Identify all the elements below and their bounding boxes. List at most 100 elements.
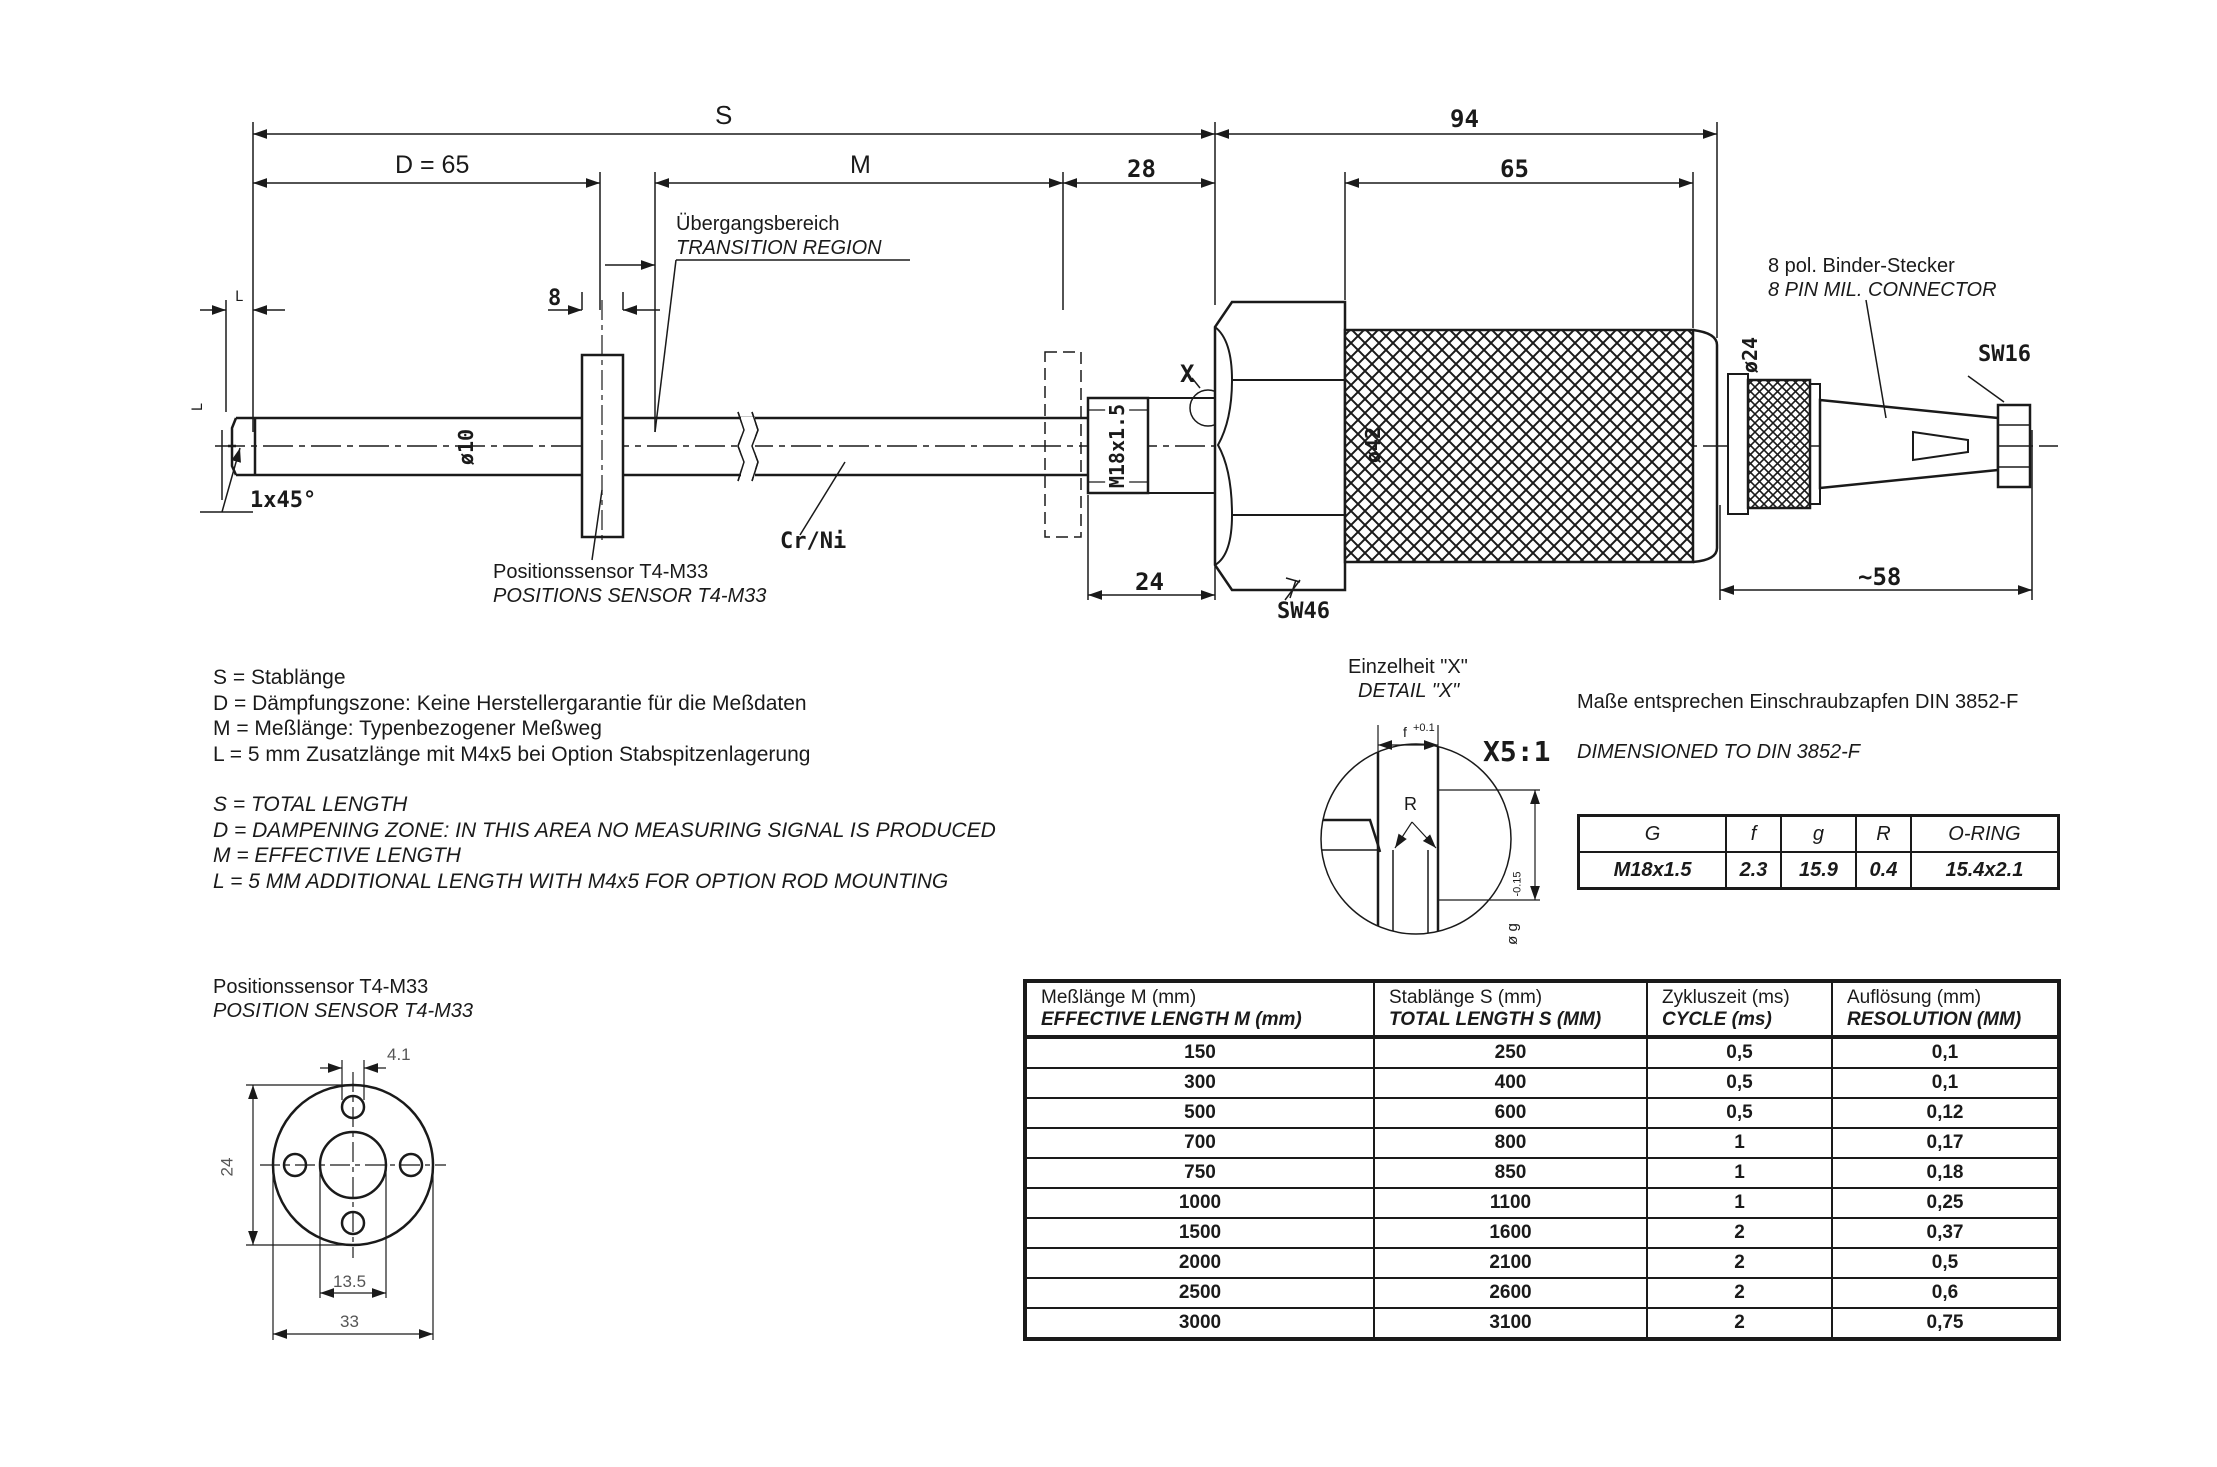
dim-28: 28 (1127, 155, 1156, 183)
callout-transition-en: TRANSITION REGION (676, 237, 882, 259)
dim-l-top: L (235, 289, 244, 305)
table-cell: 850 (1373, 1157, 1648, 1189)
table-cell: 3000 (1024, 1307, 1375, 1340)
table-cell: 3100 (1373, 1307, 1648, 1340)
legend-de-m: M = Meßlänge: Typenbezogener Meßweg (213, 717, 602, 740)
table-cell: 2500 (1024, 1277, 1375, 1309)
table-cell: 0,25 (1831, 1187, 2060, 1219)
header-effective-length: Meßlänge M (mm)EFFECTIVE LENGTH M (mm) (1024, 980, 1375, 1039)
table-cell: 1000 (1024, 1187, 1375, 1219)
table-cell: 0,5 (1646, 1097, 1833, 1129)
dim-8: 8 (548, 286, 562, 311)
dim-58: ~58 (1858, 563, 1902, 591)
table-cell: 0,37 (1831, 1217, 2060, 1249)
table-cell: 0,17 (1831, 1127, 2060, 1159)
table-cell: 0,6 (1831, 1277, 2060, 1309)
table-cell: 0,1 (1831, 1036, 2060, 1069)
dim-d65: D = 65 (395, 151, 470, 179)
table-cell: 2100 (1373, 1247, 1648, 1279)
table-cell: 0,5 (1646, 1036, 1833, 1069)
table-cell: 700 (1024, 1127, 1375, 1159)
detail-g-tol: -0.15 (1511, 871, 1524, 897)
detail-x-marker: X (1180, 360, 1195, 388)
detail-header-cell: g (1779, 814, 1858, 853)
legend: S = Stablänge D = Dämpfungszone: Keine H… (213, 665, 996, 894)
legend-en-s: S = TOTAL LENGTH (213, 793, 408, 816)
table-cell: 1 (1646, 1187, 1833, 1219)
callout-possensor-de: Positionssensor T4-M33 (493, 561, 709, 583)
callout-transition-de: Übergangsbereich (676, 213, 840, 235)
detail-value-cell: 15.4x2.1 (1909, 851, 2060, 890)
table-cell: 1 (1646, 1157, 1833, 1189)
detail-note-de: Maße entsprechen Einschraubzapfen DIN 38… (1577, 691, 2019, 713)
dim-m: M (850, 151, 871, 179)
dim-m18-thread: M18x1.5 (1105, 403, 1130, 489)
detail-r-label: R (1404, 794, 1417, 814)
flange-dim-135: 13.5 (333, 1272, 367, 1291)
legend-de-d: D = Dämpfungszone: Keine Herstellergaran… (213, 691, 807, 715)
label-sw46: SW46 (1277, 599, 1330, 624)
detail-header-cell: f (1725, 814, 1782, 853)
table-cell: 0,1 (1831, 1067, 2060, 1099)
label-crni: Cr/Ni (780, 529, 847, 554)
table-cell: 400 (1373, 1067, 1648, 1099)
table-cell: 150 (1024, 1036, 1375, 1069)
header-resolution: Auflösung (mm)RESOLUTION (MM) (1831, 980, 2060, 1039)
detail-header-cell: O-RING (1909, 814, 2060, 853)
legend-de-l: L = 5 mm Zusatzlänge mit M4x5 bei Option… (213, 742, 811, 766)
table-cell: 1500 (1024, 1217, 1375, 1249)
table-cell: 600 (1373, 1097, 1648, 1129)
table-cell: 2000 (1024, 1247, 1375, 1279)
table-cell: 0,18 (1831, 1157, 2060, 1189)
legend-en-d: D = DAMPENING ZONE: IN THIS AREA NO MEAS… (213, 818, 996, 842)
detail-title-de: Einzelheit "X" (1348, 656, 1468, 678)
legend-en-l: L = 5 MM ADDITIONAL LENGTH WITH M4x5 FOR… (213, 869, 949, 893)
table-cell: 1 (1646, 1127, 1833, 1159)
detail-header-cell: R (1855, 814, 1912, 853)
table-cell: 500 (1024, 1097, 1375, 1129)
detail-scale: X5:1 (1483, 735, 1551, 768)
legend-de-s: S = Stablänge (213, 666, 346, 689)
dim-65: 65 (1500, 155, 1529, 183)
flange-dim-24: 24 (217, 1157, 237, 1177)
dim-94: 94 (1450, 105, 1479, 133)
dim-sw16: SW16 (1978, 342, 2031, 367)
dim-24: 24 (1135, 568, 1164, 596)
legend-en-m: M = EFFECTIVE LENGTH (213, 844, 461, 867)
table-cell: 0,5 (1646, 1067, 1833, 1099)
callout-connector-en: 8 PIN MIL. CONNECTOR (1768, 279, 1997, 301)
table-cell: 2 (1646, 1217, 1833, 1249)
table-cell: 1600 (1373, 1217, 1648, 1249)
detail-value-cell: 15.9 (1779, 851, 1858, 890)
table-cell: 250 (1373, 1036, 1648, 1069)
detail-g-label: ø g (1503, 923, 1521, 945)
detail-header-cell: G (1577, 814, 1728, 853)
table-cell: 2600 (1373, 1277, 1648, 1309)
flange-dim-33: 33 (340, 1312, 359, 1331)
dim-phi24: ø24 (1738, 336, 1763, 374)
detail-thread-table: G f g R O-RING M18x1.5 2.3 15.9 0.4 15.4… (1577, 814, 2060, 890)
dim-phi42: ø42 (1361, 426, 1386, 464)
flange-dim-41: 4.1 (387, 1045, 411, 1064)
dim-l-side: L (190, 402, 207, 412)
callout-possensor-en: POSITIONS SENSOR T4-M33 (493, 585, 767, 607)
detail-value-cell: M18x1.5 (1577, 851, 1728, 890)
flange-title-en: POSITION SENSOR T4-M33 (213, 1000, 474, 1022)
dim-phi10: ø10 (454, 428, 479, 466)
table-cell: 800 (1373, 1127, 1648, 1159)
detail-f-tol: +0.1 (1413, 722, 1435, 734)
detail-note-en: DIMENSIONED TO DIN 3852-F (1577, 741, 1861, 763)
header-cycle: Zykluszeit (ms)CYCLE (ms) (1646, 980, 1833, 1039)
table-cell: 300 (1024, 1067, 1375, 1099)
detail-value-cell: 2.3 (1725, 851, 1782, 890)
dim-s: S (715, 100, 733, 130)
callout-connector-de: 8 pol. Binder-Stecker (1768, 255, 1955, 277)
